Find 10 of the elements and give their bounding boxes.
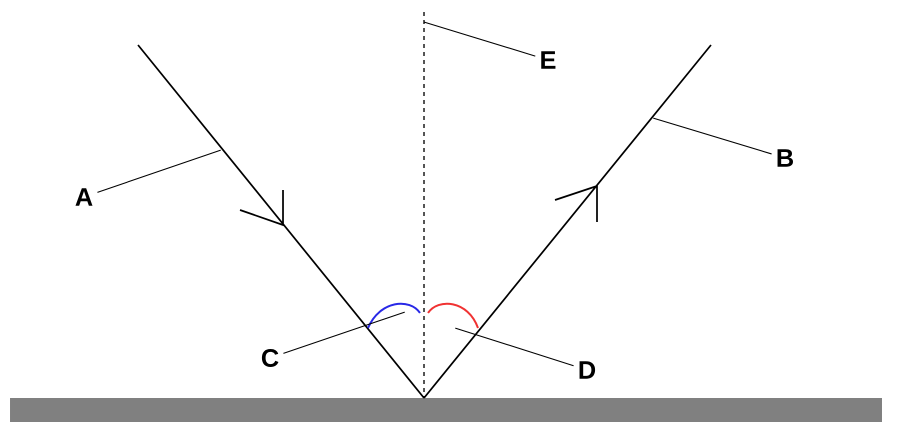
incident-ray (137, 44, 425, 399)
leader-line (97, 150, 221, 193)
label-letter: A (76, 188, 92, 206)
leader-line (283, 312, 405, 354)
label-letter: B (778, 149, 793, 167)
reflected-ray (423, 44, 712, 399)
leader-line (424, 22, 536, 57)
normal-line (423, 12, 425, 398)
leader-line (653, 118, 772, 154)
leader-line (455, 328, 574, 366)
